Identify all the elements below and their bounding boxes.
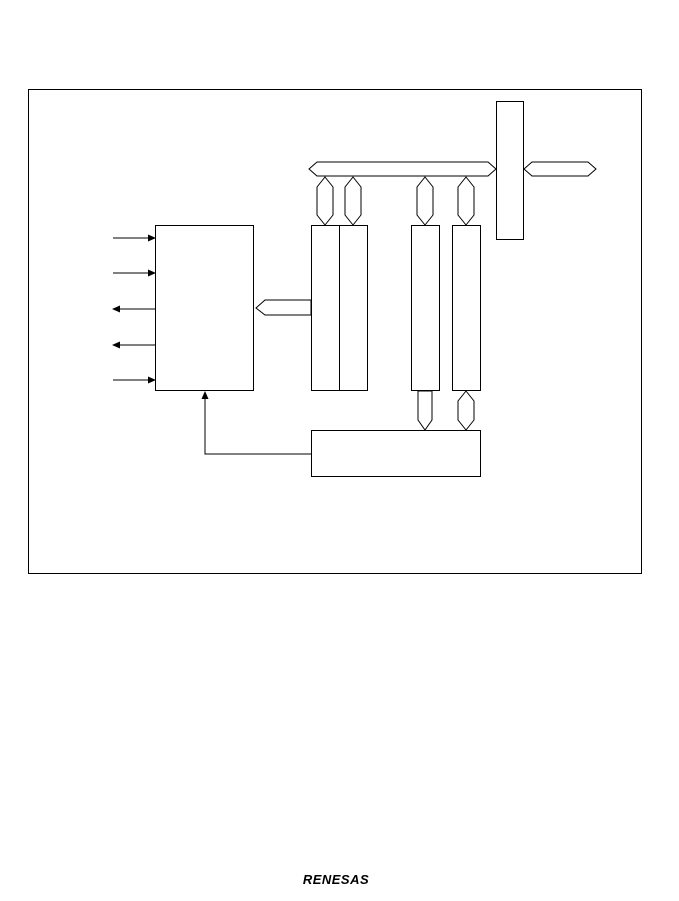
bottom-block — [311, 430, 481, 477]
arrowhead-feedback — [201, 391, 209, 399]
internal-bus-arrow — [308, 161, 497, 177]
renesas-logo: RENESAS — [288, 871, 384, 889]
register-to-bottom-bus — [417, 390, 433, 431]
register-block-2 — [339, 225, 368, 391]
logo-text: RENESAS — [302, 872, 370, 887]
register-block-1 — [311, 225, 340, 391]
control-block — [155, 225, 254, 391]
register-bottom-bidir-bus — [457, 390, 475, 431]
register-block-3 — [411, 225, 440, 391]
bus-connector-2 — [344, 176, 362, 226]
bus-interface-block — [496, 101, 524, 240]
bus-connector-1 — [316, 176, 334, 226]
external-bus-arrow — [523, 161, 597, 177]
arrowhead-out-3 — [112, 305, 120, 313]
arrowhead-in-1 — [148, 234, 156, 242]
diagram-frame — [28, 89, 642, 574]
register-block-4 — [452, 225, 481, 391]
register-to-control-bus — [255, 299, 312, 316]
arrowhead-in-2 — [148, 269, 156, 277]
feedback-line — [204, 396, 311, 455]
arrowhead-in-5 — [148, 376, 156, 384]
bus-connector-4 — [457, 176, 475, 226]
bus-connector-3 — [416, 176, 434, 226]
arrowhead-out-4 — [112, 341, 120, 349]
